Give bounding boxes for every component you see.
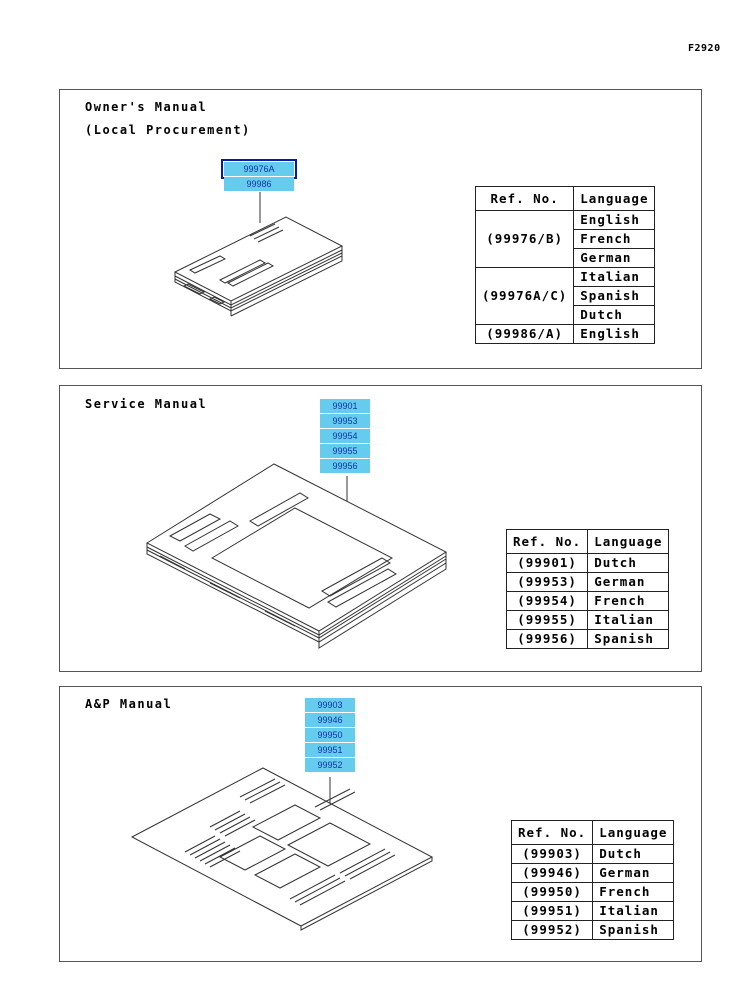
service-manual-language-table: Ref. No. Language (99901) Dutch (99953) …: [505, 529, 670, 649]
language-cell: German: [573, 248, 656, 268]
part-label-99953[interactable]: 99953: [320, 414, 370, 428]
language-cell: German: [592, 863, 675, 883]
ap-manual-part-labels: 99903 99946 99950 99951 99952: [305, 698, 355, 772]
service-manual-book-icon: [60, 386, 701, 671]
ref-cell: (99986/A): [474, 324, 575, 344]
ref-no-header: Ref. No.: [510, 820, 594, 845]
ref-cell: (99950): [510, 882, 594, 902]
ref-cell: (99955): [505, 610, 589, 630]
part-label-99976a[interactable]: 99976A: [221, 159, 297, 179]
figure-code: F2920: [688, 43, 721, 54]
owners-manual-language-table: Ref. No. Language (99976/B) English Fren…: [474, 186, 656, 344]
language-cell: Dutch: [587, 553, 670, 573]
language-cell: English: [573, 324, 656, 344]
part-label-99986[interactable]: 99986: [224, 177, 294, 191]
ap-manual-language-table: Ref. No. Language (99903) Dutch (99946) …: [510, 820, 675, 940]
language-cell: English: [573, 210, 656, 230]
part-label-99956[interactable]: 99956: [320, 459, 370, 473]
owners-manual-subtitle: (Local Procurement): [85, 123, 251, 137]
table-row: (99976A/C) Italian: [474, 267, 656, 325]
part-label-99950[interactable]: 99950: [305, 728, 355, 742]
table-row: (99952) Spanish: [510, 920, 675, 940]
ref-cell: (99976/B): [474, 210, 575, 268]
ref-cell: (99956): [505, 629, 589, 649]
ref-no-header: Ref. No.: [505, 529, 589, 554]
table-header-row: Ref. No. Language: [505, 529, 670, 554]
part-label-99901[interactable]: 99901: [320, 399, 370, 413]
table-row: (99901) Dutch: [505, 553, 670, 573]
part-label-99951[interactable]: 99951: [305, 743, 355, 757]
language-cell: Spanish: [592, 920, 675, 940]
owners-manual-title: Owner's Manual: [85, 100, 208, 114]
part-label-99903[interactable]: 99903: [305, 698, 355, 712]
part-label-99952[interactable]: 99952: [305, 758, 355, 772]
table-row: (99954) French: [505, 591, 670, 611]
language-cell: Dutch: [592, 844, 675, 864]
table-row: (99976/B) English: [474, 210, 656, 268]
ref-cell: (99946): [510, 863, 594, 883]
service-manual-panel: Service Manual 99901 999: [59, 385, 702, 672]
table-header-row: Ref. No. Language: [474, 186, 656, 211]
table-row: (99946) German: [510, 863, 675, 883]
table-row: (99950) French: [510, 882, 675, 902]
ref-cell: (99954): [505, 591, 589, 611]
language-cell: French: [587, 591, 670, 611]
table-row: Dutch: [476, 305, 656, 325]
ap-manual-sheet-icon: [60, 687, 701, 961]
table-row: (99903) Dutch: [510, 844, 675, 864]
table-row: (99956) Spanish: [505, 629, 670, 649]
ap-manual-title: A&P Manual: [85, 697, 173, 711]
table-row: (99955) Italian: [505, 610, 670, 630]
language-cell: Italian: [592, 901, 675, 921]
part-label-99946[interactable]: 99946: [305, 713, 355, 727]
ref-cell: (99903): [510, 844, 594, 864]
owners-manual-panel: Owner's Manual (Local Procurement): [59, 89, 702, 369]
ref-cell: (99951): [510, 901, 594, 921]
table-row: Spanish: [476, 286, 656, 306]
table-header-row: Ref. No. Language: [510, 820, 675, 845]
language-cell: Dutch: [573, 305, 656, 325]
language-header: Language: [587, 529, 670, 554]
language-cell: German: [587, 572, 670, 592]
ap-manual-panel: A&P Manual: [59, 686, 702, 962]
ref-cell: (99901): [505, 553, 589, 573]
ref-no-header: Ref. No.: [474, 186, 575, 211]
language-header: Language: [592, 820, 675, 845]
part-label-99955[interactable]: 99955: [320, 444, 370, 458]
table-row: (99951) Italian: [510, 901, 675, 921]
language-cell: Italian: [587, 610, 670, 630]
language-cell: Spanish: [587, 629, 670, 649]
ref-cell: (99952): [510, 920, 594, 940]
table-row: (99986/A) English: [474, 324, 656, 344]
ref-cell: (99953): [505, 572, 589, 592]
language-cell: French: [573, 229, 656, 249]
language-header: Language: [573, 186, 656, 211]
language-cell: Italian: [573, 267, 656, 287]
language-cell: Spanish: [573, 286, 656, 306]
table-row: German: [476, 248, 656, 268]
ref-cell: (99976A/C): [474, 267, 575, 325]
table-row: (99953) German: [505, 572, 670, 592]
language-cell: French: [592, 882, 675, 902]
service-manual-title: Service Manual: [85, 397, 208, 411]
owners-manual-part-labels: 99976A 99986: [221, 159, 297, 191]
owners-manual-booklet-icon: [60, 90, 701, 368]
service-manual-part-labels: 99901 99953 99954 99955 99956: [320, 399, 370, 473]
part-label-99954[interactable]: 99954: [320, 429, 370, 443]
